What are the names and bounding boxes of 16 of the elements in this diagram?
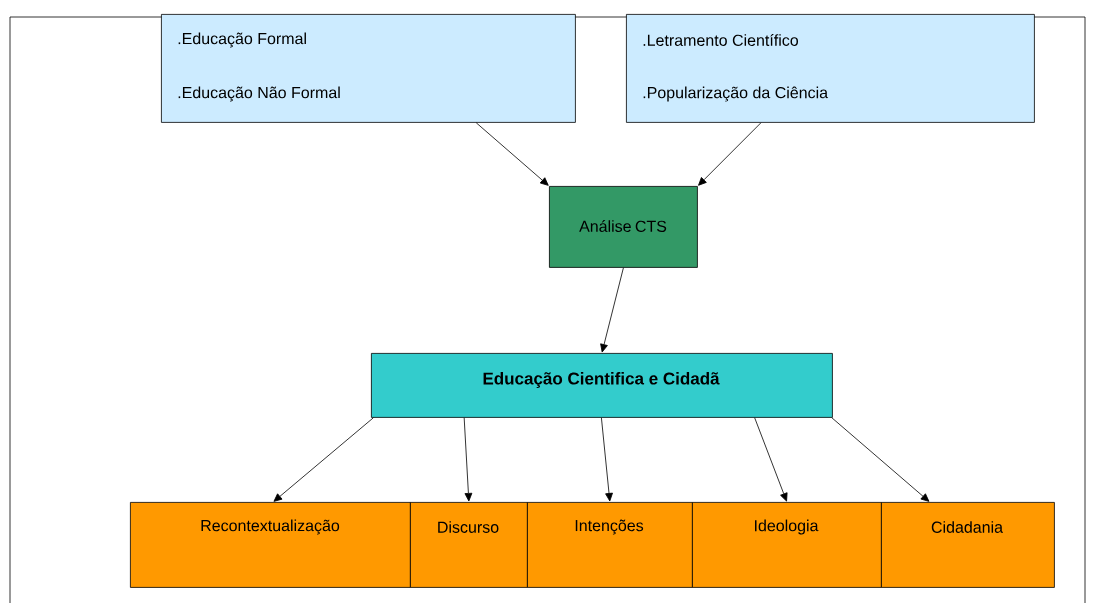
arrow	[601, 417, 613, 502]
box: .Educação Formal .Educação Não Formal	[161, 14, 576, 123]
box: Análise CTS	[549, 186, 698, 268]
arrow	[463, 417, 473, 502]
box: .Letramento Científico .Popularização da Ciência	[626, 14, 1035, 123]
box: Discurso	[410, 502, 528, 588]
arrow	[475, 122, 549, 186]
arrow	[600, 267, 624, 353]
arrow	[273, 417, 374, 502]
box: Educação Cientifica e Cidadã	[371, 353, 833, 418]
box: Ideologia	[692, 502, 882, 588]
box: Cidadania	[881, 502, 1055, 588]
arrow	[698, 122, 762, 186]
arrow	[754, 417, 788, 502]
arrow	[831, 417, 930, 502]
box: Intenções	[527, 502, 693, 588]
